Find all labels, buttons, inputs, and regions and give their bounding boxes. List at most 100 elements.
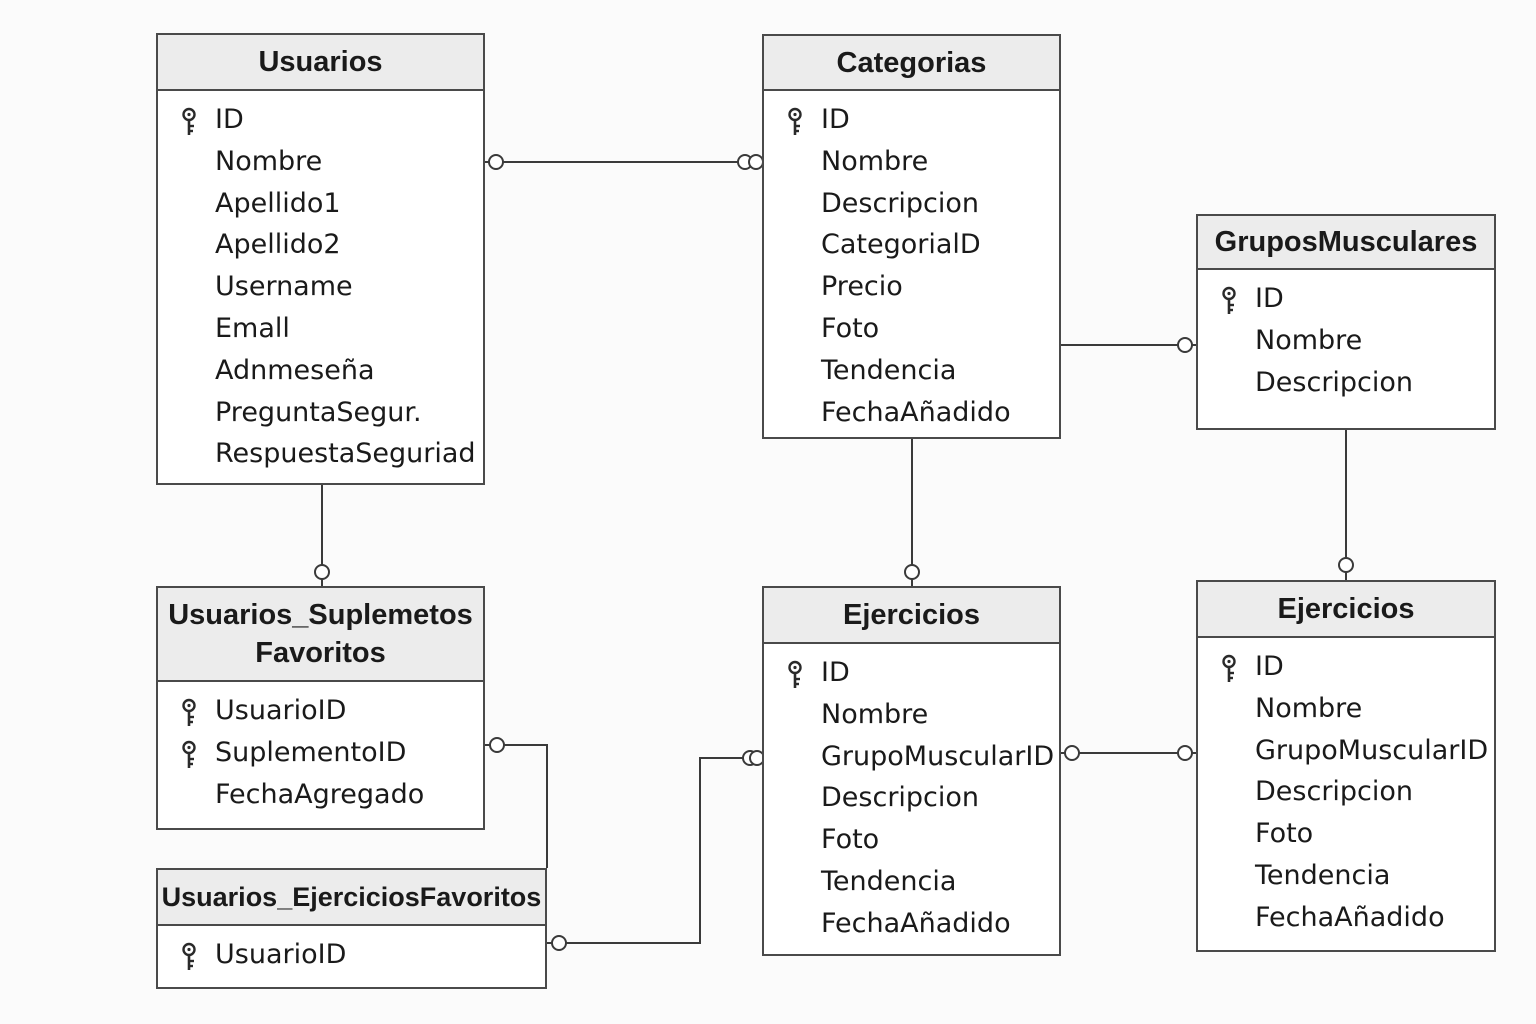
field-row[interactable]: FechaAñadido	[1198, 897, 1494, 939]
field-row[interactable]: FechaAgregado	[158, 774, 483, 816]
field-name: Nombre	[215, 145, 323, 177]
relationship-ejercicios-favoritos-ejercicios	[547, 750, 765, 951]
cardinality-zero-marker	[748, 154, 764, 170]
relationship-line	[485, 744, 548, 868]
field-name: Foto	[821, 312, 880, 344]
field-row[interactable]: Nombre	[158, 141, 483, 183]
field-row[interactable]: Nombre	[1198, 320, 1494, 362]
field-name: Username	[215, 271, 353, 303]
field-row[interactable]: Adnmeseña	[158, 350, 483, 392]
field-name: Nombre	[1255, 692, 1363, 724]
field-row[interactable]: Apellido1	[158, 183, 483, 225]
primary-key-icon	[178, 698, 200, 728]
field-name: UsuarioID	[215, 695, 347, 726]
field-row[interactable]: UsuarioID	[158, 934, 545, 976]
field-row[interactable]: Descripcion	[1198, 771, 1494, 813]
relationship-usuarios-categorias	[485, 154, 764, 170]
field-row[interactable]: GrupoMuscularID	[764, 736, 1059, 778]
field-row[interactable]: ID	[764, 99, 1059, 141]
field-row[interactable]: UsuarioID	[158, 690, 483, 732]
field-name: UsuarioID	[215, 939, 347, 970]
field-name: GrupoMuscularID	[821, 740, 1055, 772]
field-name: CategorialD	[821, 229, 981, 261]
field-row[interactable]: Tendencia	[764, 861, 1059, 903]
relationship-categorias-grupos-musculares	[1061, 337, 1196, 353]
field-name: Foto	[1255, 818, 1314, 850]
primary-key-icon	[178, 740, 200, 770]
field-name: Nombre	[1255, 324, 1363, 356]
cardinality-zero-marker	[1064, 745, 1080, 761]
field-name: Tendencia	[1255, 859, 1391, 891]
table-header: Usuarios_EjerciciosFavoritos	[158, 870, 545, 926]
field-row[interactable]: FechaAñadido	[764, 903, 1059, 945]
field-row[interactable]: PreguntaSegur.	[158, 392, 483, 434]
field-row[interactable]: Tendencia	[764, 350, 1059, 392]
table-title: Favoritos	[255, 637, 386, 669]
relationship-ejercicios-ejercicios	[1061, 745, 1196, 761]
field-name: FechaAñadido	[1255, 901, 1445, 933]
field-row[interactable]: Apellido2	[158, 224, 483, 266]
table-title: Categorias	[836, 46, 987, 79]
cardinality-zero-marker	[1177, 745, 1193, 761]
table-title: Usuarios	[258, 46, 383, 78]
table-fields: UsuarioID	[158, 926, 545, 976]
field-row[interactable]: FechaAñadido	[764, 392, 1059, 434]
field-name: Foto	[821, 824, 880, 856]
field-name: ID	[215, 104, 244, 135]
field-row[interactable]: ID	[158, 99, 483, 141]
primary-key-icon	[178, 942, 200, 972]
field-row[interactable]: ID	[1198, 278, 1494, 320]
field-row[interactable]: Nombre	[764, 141, 1059, 183]
field-name: Nombre	[821, 698, 929, 730]
field-row[interactable]: SuplementoID	[158, 732, 483, 774]
field-row[interactable]: Descripcion	[764, 183, 1059, 225]
field-name: FechaAñadido	[821, 396, 1011, 428]
field-row[interactable]: ID	[764, 652, 1059, 694]
table-title: Ejercicios	[842, 599, 981, 631]
field-name: Descripcion	[821, 782, 980, 814]
cardinality-zero-marker	[551, 935, 567, 951]
relationship-suplementos-favoritos-ejercicios-favoritos	[485, 737, 548, 868]
field-row[interactable]: Username	[158, 266, 483, 308]
cardinality-zero-marker	[489, 737, 505, 753]
field-row[interactable]: Emall	[158, 308, 483, 350]
field-row[interactable]: Precio	[764, 266, 1059, 308]
field-row[interactable]: Nombre	[1198, 688, 1494, 730]
table-header: Ejercicios	[1198, 582, 1494, 638]
field-row[interactable]: Descripcion	[764, 777, 1059, 819]
cardinality-zero-marker	[904, 564, 920, 580]
cardinality-zero-marker	[488, 154, 504, 170]
table-header: Categorias	[764, 36, 1059, 91]
cardinality-zero-marker	[314, 564, 330, 580]
table-header: GruposMusculares	[1198, 216, 1494, 270]
field-row[interactable]: GrupoMuscularID	[1198, 730, 1494, 772]
field-row[interactable]: RespuestaSeguriad	[158, 433, 483, 475]
field-name: Descripcion	[1255, 366, 1414, 398]
field-row[interactable]: Foto	[1198, 813, 1494, 855]
field-row[interactable]: Foto	[764, 308, 1059, 350]
field-name: ID	[1255, 283, 1284, 314]
primary-key-icon	[784, 107, 806, 137]
field-name: Tendencia	[821, 865, 957, 897]
relationship-grupos-musculares-ejercicios	[1338, 430, 1354, 580]
cardinality-zero-marker	[1177, 337, 1193, 353]
field-row[interactable]: Tendencia	[1198, 855, 1494, 897]
field-row[interactable]: Foto	[764, 819, 1059, 861]
field-row[interactable]: ID	[1198, 646, 1494, 688]
field-row[interactable]: Descripcion	[1198, 362, 1494, 404]
field-row[interactable]: Nombre	[764, 694, 1059, 736]
primary-key-icon	[1218, 654, 1240, 684]
field-row[interactable]: CategorialD	[764, 224, 1059, 266]
